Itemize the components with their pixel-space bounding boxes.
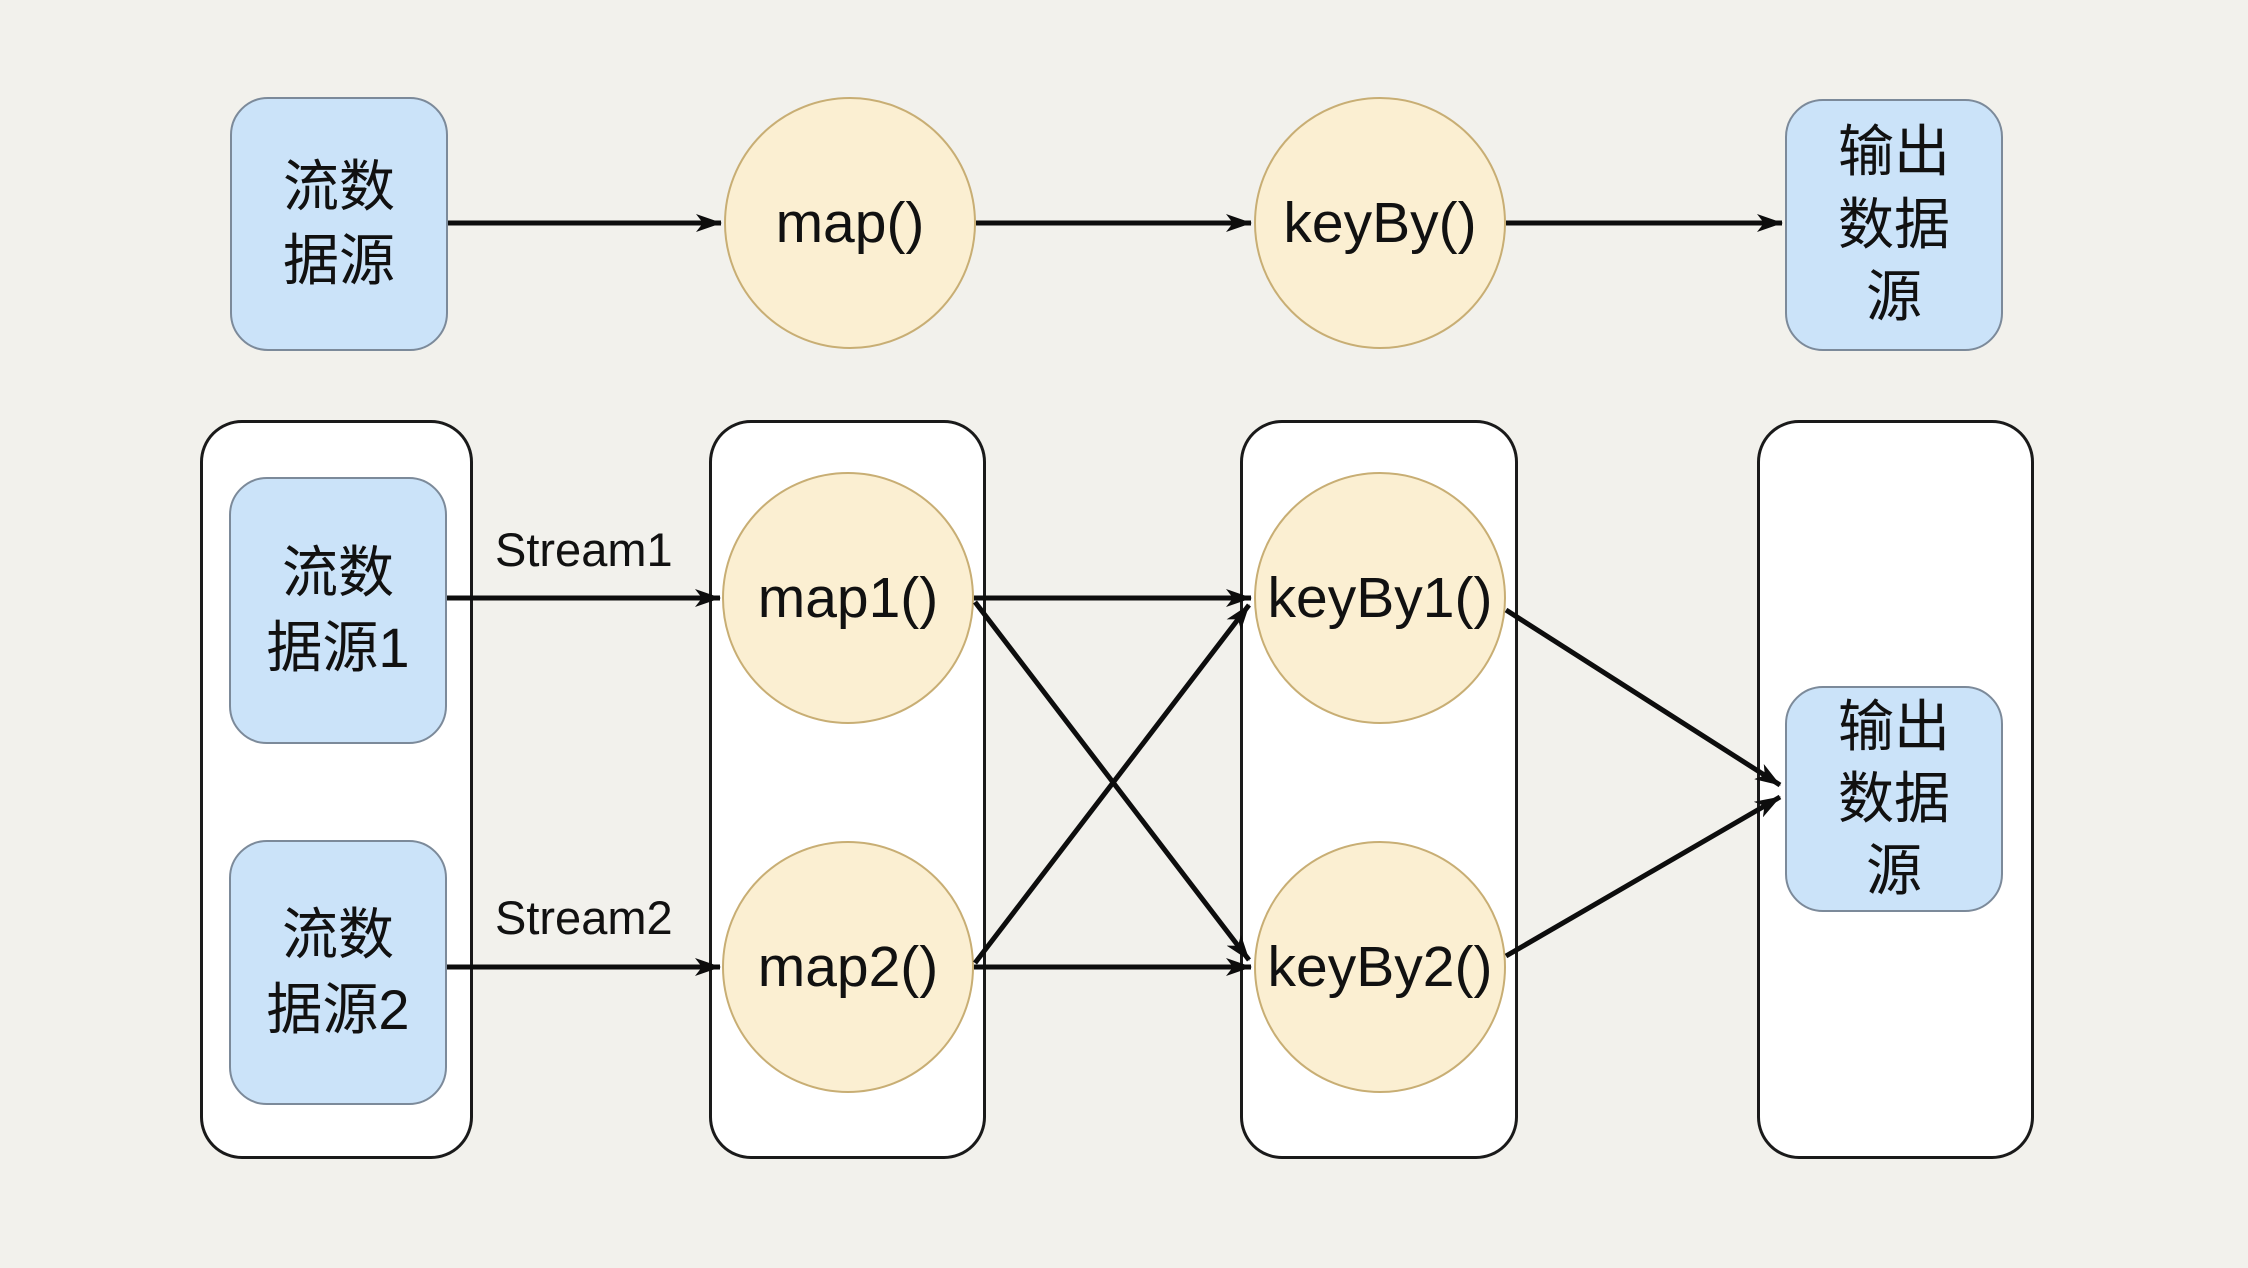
node-map2: map2() (722, 841, 974, 1093)
node-label: 流数 据源2 (266, 903, 410, 1041)
node-label: 输出 数据 源 (1838, 695, 1950, 902)
edge-map2-keyby1 (973, 603, 1251, 965)
edge-keyby2-sink (1504, 794, 1782, 959)
node-output-sink-top: 输出 数据 源 (1785, 99, 2003, 351)
node-label: keyBy2() (1267, 935, 1493, 999)
node-map-top: map() (724, 97, 976, 349)
node-keyby2: keyBy2() (1254, 841, 1506, 1093)
node-map1: map1() (722, 472, 974, 724)
node-label: 流数 据源 (283, 154, 395, 292)
edge-keyby1-sink (1504, 607, 1782, 788)
node-stream-source-top: 流数 据源 (230, 97, 448, 351)
node-output-sink-bottom: 输出 数据 源 (1785, 686, 2003, 912)
node-label: keyBy1() (1267, 566, 1493, 630)
node-stream-source2: 流数 据源2 (229, 840, 447, 1105)
node-label: 流数 据源1 (266, 541, 410, 679)
node-label: 输出 数据 源 (1838, 119, 1950, 329)
node-label: map() (775, 191, 925, 255)
node-label: map2() (757, 935, 939, 999)
node-stream-source1: 流数 据源1 (229, 477, 447, 744)
edge-label-stream2: Stream2 (495, 891, 673, 944)
edge-map1-keyby2 (973, 600, 1251, 962)
node-keyby-top: keyBy() (1254, 97, 1506, 349)
node-label: map1() (757, 566, 939, 630)
node-label: keyBy() (1283, 191, 1477, 255)
node-keyby1: keyBy1() (1254, 472, 1506, 724)
edge-label-stream1: Stream1 (495, 523, 673, 576)
